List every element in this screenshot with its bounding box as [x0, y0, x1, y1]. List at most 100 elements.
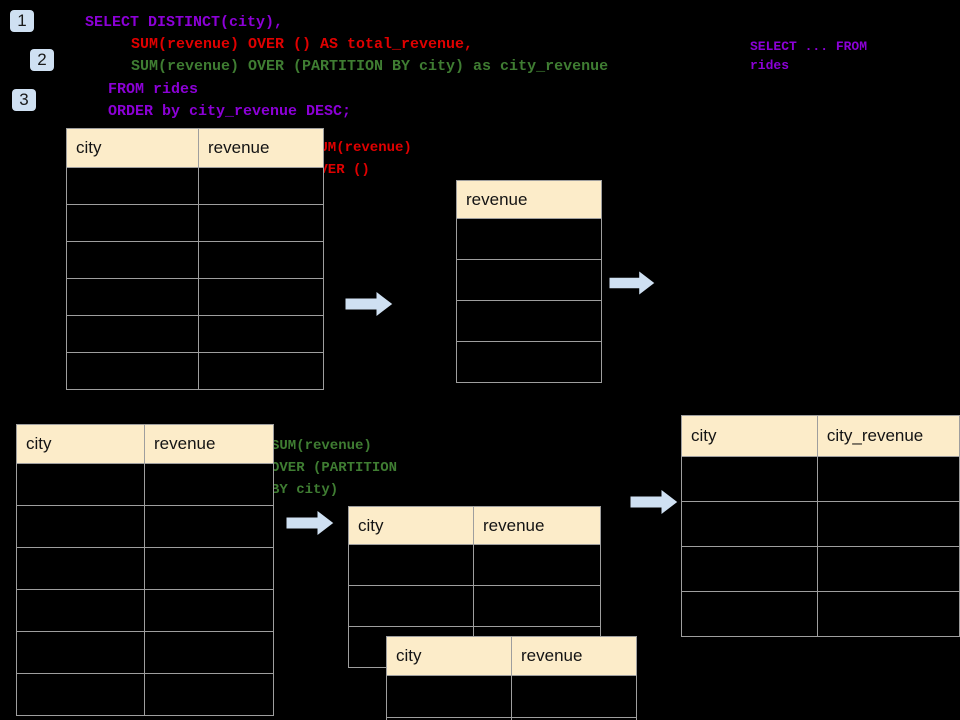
- table-cell: [198, 241, 324, 279]
- step-badge-1: 1: [10, 10, 34, 32]
- column-header-revenue: revenue: [511, 636, 637, 676]
- column-header-city_revenue: city_revenue: [816, 415, 960, 457]
- select-from-rides-note: SELECT ... FROM rides: [750, 39, 868, 73]
- column-header-city: city: [16, 424, 145, 464]
- table-cell: [473, 544, 601, 586]
- table-cell: [681, 501, 818, 547]
- table-row: [681, 456, 960, 502]
- table-row: [456, 218, 602, 260]
- table-cell: [198, 352, 324, 390]
- table-cell: [456, 259, 602, 301]
- table-cell: [511, 717, 637, 720]
- table-cell: [681, 456, 818, 502]
- arrow-partition-to-result: [629, 487, 679, 517]
- column-header-revenue: revenue: [456, 180, 602, 219]
- table-header-row: revenue: [456, 180, 602, 219]
- table-cell: [198, 278, 324, 316]
- table-row: [386, 717, 637, 720]
- table-row: [456, 341, 602, 383]
- table-cell: [816, 546, 960, 592]
- column-header-city: city: [681, 415, 818, 457]
- column-header-revenue: revenue: [198, 128, 324, 168]
- step-badge-2: 2: [30, 49, 54, 71]
- table-row: [386, 675, 637, 718]
- right-arrow-icon: [608, 269, 656, 297]
- column-header-revenue: revenue: [144, 424, 274, 464]
- table-cell: [816, 591, 960, 637]
- table-cell: [198, 204, 324, 242]
- table-row: [16, 547, 274, 590]
- table-cell: [144, 631, 274, 674]
- table-row: [16, 589, 274, 632]
- table-cell: [16, 547, 145, 590]
- table-cell: [66, 204, 199, 242]
- table-row: [16, 631, 274, 674]
- table-cell: [144, 673, 274, 716]
- table-row: [66, 315, 324, 353]
- arrow-source-to-partition: [285, 508, 335, 538]
- arrow-total-to-result: [608, 268, 656, 298]
- table-cell: [511, 675, 637, 718]
- table-row: [16, 673, 274, 716]
- column-header-revenue: revenue: [473, 506, 601, 545]
- table-cell: [348, 585, 474, 627]
- column-header-city: city: [386, 636, 512, 676]
- table-cell: [198, 315, 324, 353]
- table-cell: [198, 167, 324, 205]
- table-cell: [16, 589, 145, 632]
- table-cell: [144, 547, 274, 590]
- table-cell: [66, 241, 199, 279]
- table-row: [456, 259, 602, 301]
- table-cell: [386, 675, 512, 718]
- column-header-city: city: [348, 506, 474, 545]
- table-cell: [66, 315, 199, 353]
- table-row: [681, 546, 960, 592]
- sql-line-1: SELECT DISTINCT(city),: [85, 14, 284, 31]
- table-cell: [473, 585, 601, 627]
- table-row: [348, 544, 601, 586]
- table-cell: [348, 544, 474, 586]
- table-cell: [456, 218, 602, 260]
- table-cell: [456, 300, 602, 342]
- table-cell: [66, 278, 199, 316]
- table-cell: [816, 501, 960, 547]
- table-cell: [16, 673, 145, 716]
- table-cell: [16, 631, 145, 674]
- sum-over-empty-note: SUM(revenue) OVER (): [311, 140, 412, 178]
- table-row: [66, 352, 324, 390]
- table-cell: [16, 505, 145, 548]
- table-cell: [66, 167, 199, 205]
- table-cell: [816, 456, 960, 502]
- table-row: [66, 167, 324, 205]
- table-cell: [681, 546, 818, 592]
- step-badge-3: 3: [12, 89, 36, 111]
- table-cell: [16, 463, 145, 506]
- arrow-source-to-total: [344, 289, 394, 319]
- table-cell: [66, 352, 199, 390]
- table-row: [66, 278, 324, 316]
- sql-line-2: SUM(revenue) OVER () AS total_revenue,: [131, 36, 474, 53]
- table-cell: [144, 463, 274, 506]
- table-cell: [681, 591, 818, 637]
- sum-over-partition-note: SUM(revenue) OVER (PARTITION BY city): [271, 438, 398, 498]
- sql-line-4: FROM rides: [108, 81, 199, 98]
- right-arrow-icon: [344, 289, 394, 319]
- table-cell: [144, 505, 274, 548]
- table-row: [16, 505, 274, 548]
- column-header-city: city: [66, 128, 199, 168]
- total-revenue-table: revenue: [456, 180, 602, 383]
- table-row: [16, 463, 274, 506]
- right-arrow-icon: [285, 508, 335, 538]
- table-cell: [144, 589, 274, 632]
- sql-line-3: SUM(revenue) OVER (PARTITION BY city) as…: [131, 58, 609, 75]
